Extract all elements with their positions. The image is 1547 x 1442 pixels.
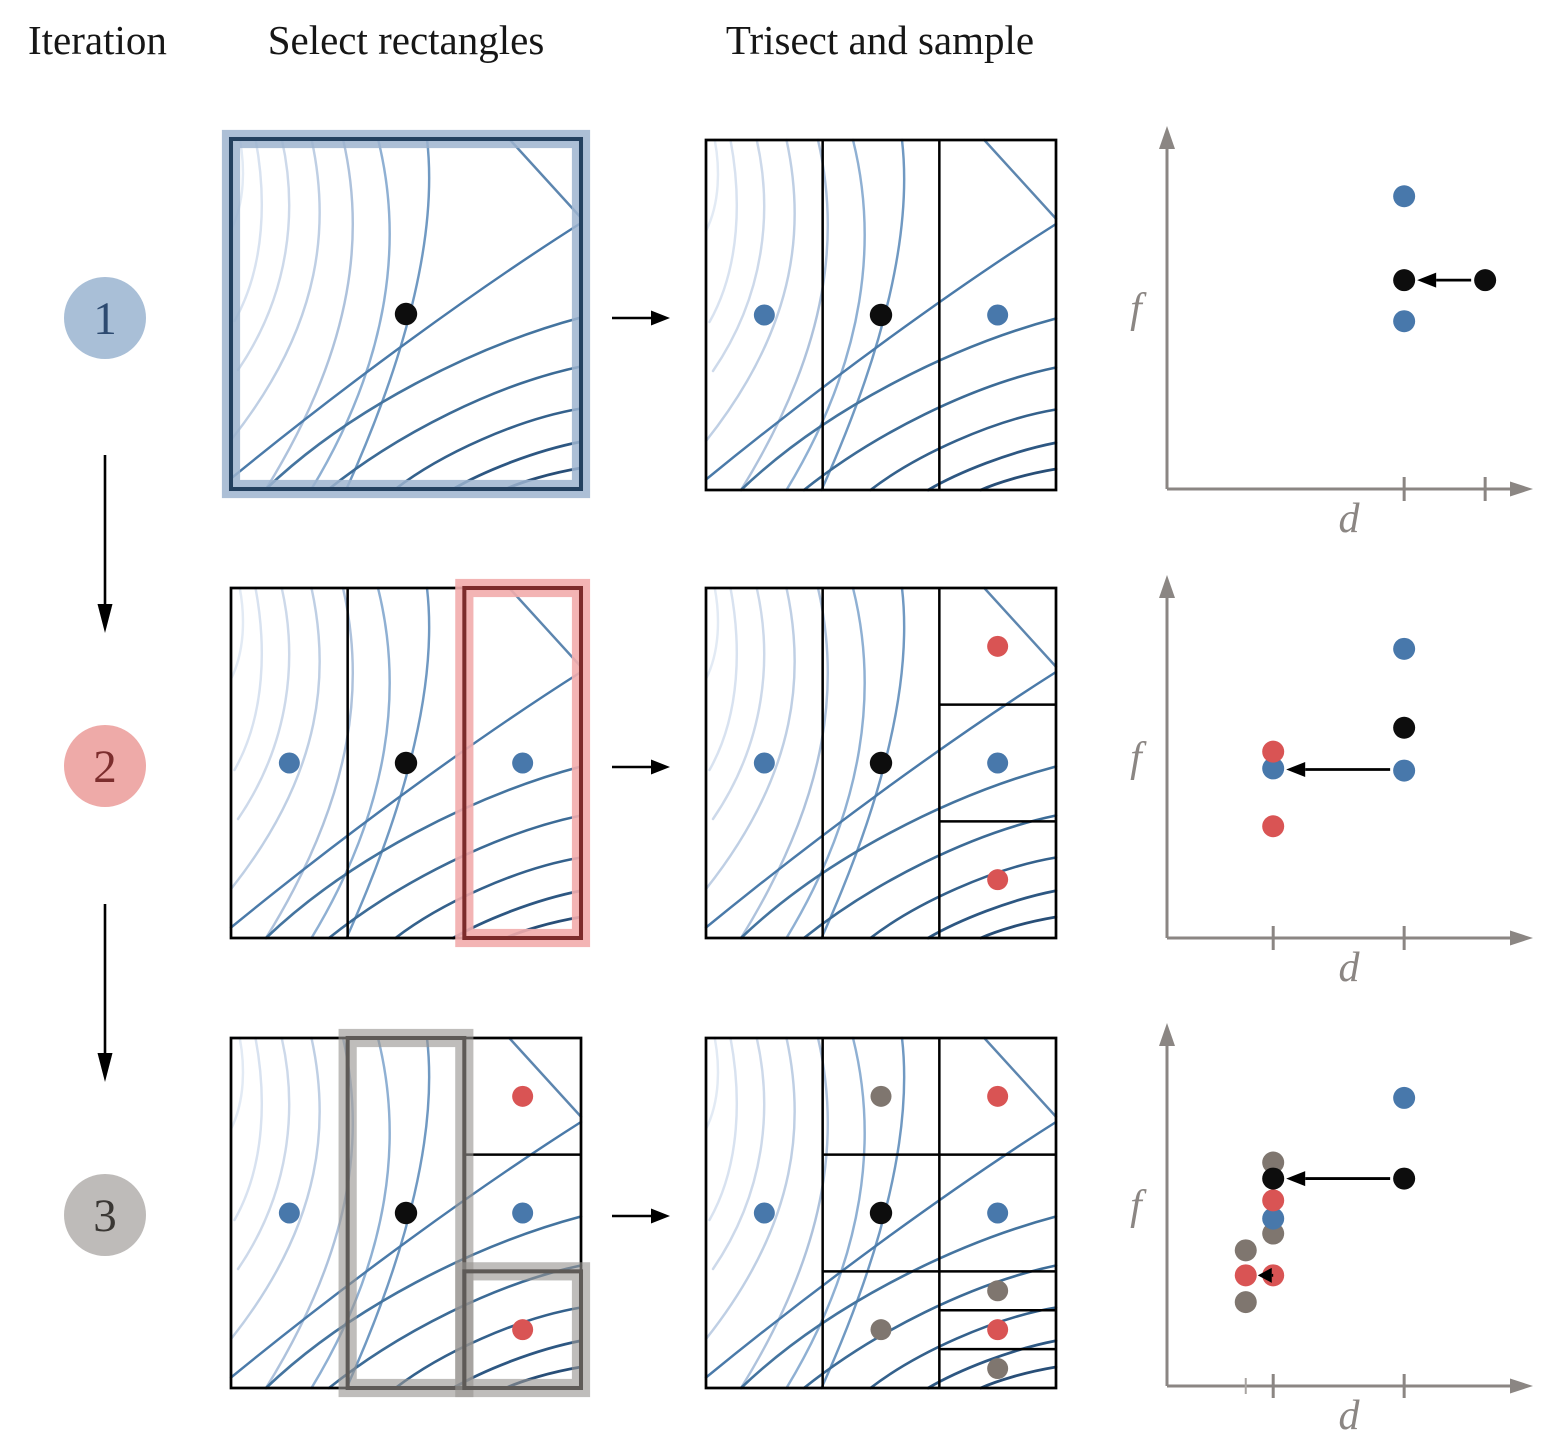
sample-point-black (394, 1201, 418, 1225)
y-axis-arrowhead (1159, 126, 1175, 149)
scatter-point-red (1262, 1189, 1285, 1212)
flow-arrow-iteration-2-to-3 (97, 904, 113, 1082)
scatter-point-blue (1393, 310, 1416, 333)
x-axis-label: d (1339, 945, 1361, 991)
shrink-arrow-head (1417, 272, 1437, 288)
y-axis-arrowhead (1159, 575, 1175, 598)
scatter-point-red (1262, 740, 1285, 763)
scatter-point-black (1393, 269, 1416, 292)
scatter-point-blue (1262, 1207, 1285, 1230)
panel-trisect-iter2 (692, 574, 1070, 952)
sample-point-black (869, 1201, 893, 1225)
column-header-select-rectangles: Select rectangles (267, 17, 545, 63)
contour-panel-svg (229, 1028, 591, 1398)
scatter-point-red (1262, 815, 1285, 838)
panel-arrow-iter3 (612, 1208, 670, 1224)
shrink-arrow-head (1286, 761, 1306, 777)
sample-point-blue (278, 752, 300, 774)
column-header-iteration: Iteration (28, 17, 167, 63)
panel-select-iter2 (217, 574, 595, 952)
sample-point-red (512, 1319, 534, 1341)
sample-point-gray (987, 1358, 1009, 1380)
panel-select-iter1 (217, 125, 595, 503)
x-axis-arrowhead (1510, 930, 1533, 946)
sample-point-gray (987, 1280, 1009, 1302)
sample-point-blue (512, 752, 534, 774)
x-axis-arrowhead (1510, 481, 1533, 497)
sample-point-black (869, 751, 893, 775)
x-axis-arrowhead (1510, 1378, 1533, 1394)
scatter-point-blue (1393, 759, 1416, 782)
contour-panel-svg (229, 578, 591, 948)
iteration-badge-1: 1 (64, 277, 146, 359)
y-axis-label: f (1130, 286, 1147, 332)
sample-point-red (987, 1085, 1009, 1107)
rectangle-border (704, 1036, 1058, 1390)
scatter-point-gray (1234, 1291, 1257, 1314)
scatter-point-blue (1393, 185, 1416, 208)
contour-panel-svg (704, 1036, 1058, 1390)
shrink-arrow-head (1286, 1171, 1306, 1187)
sample-point-blue (512, 1202, 534, 1224)
sample-point-red (987, 869, 1009, 891)
selected-rectangle-outline (345, 1035, 467, 1391)
panel-arrow-iter1 (612, 310, 670, 326)
panel-arrow-iter2 (612, 759, 670, 775)
sample-point-blue (753, 752, 775, 774)
sample-point-blue (753, 304, 775, 326)
rectangle-border (704, 586, 1058, 940)
y-axis-arrowhead (1159, 1023, 1175, 1046)
sample-point-blue (753, 1202, 775, 1224)
scatter-svg: fd (1130, 1023, 1533, 1439)
sample-point-red (987, 635, 1009, 657)
selected-rectangle-outline (228, 136, 584, 492)
sample-point-black (394, 751, 418, 775)
scatter-point-black (1262, 1167, 1285, 1190)
sample-point-red (987, 1319, 1009, 1341)
scatter-point-black (1393, 1167, 1416, 1190)
sample-point-black (869, 303, 893, 327)
scatter-point-red (1234, 1264, 1257, 1287)
flow-arrow-iteration-1-to-2 (97, 455, 113, 633)
scatter-point-gray (1234, 1239, 1257, 1262)
scatter-point-gray (1262, 1151, 1285, 1174)
scatter-point-blue (1393, 637, 1416, 660)
panel-trisect-iter1 (692, 126, 1070, 504)
scatter-svg: fd (1130, 126, 1533, 542)
contour-panel-svg (221, 129, 591, 499)
sample-point-gray (870, 1085, 892, 1107)
sample-point-black (394, 302, 418, 326)
rectangle-border (704, 138, 1058, 492)
iteration-badge-3: 3 (64, 1174, 146, 1256)
sample-point-blue (278, 1202, 300, 1224)
scatter-point-black (1393, 716, 1416, 739)
contour-panel-svg (704, 586, 1058, 940)
selected-rectangle-outline (462, 585, 584, 941)
sample-point-blue (987, 752, 1009, 774)
sample-point-blue (987, 1202, 1009, 1224)
scatter-point-black (1474, 269, 1497, 292)
scatter-point-blue (1262, 757, 1285, 780)
iteration-badge-2: 2 (64, 725, 146, 807)
x-axis-label: d (1339, 496, 1361, 542)
selected-rectangle-outline (462, 1269, 584, 1391)
contour-panel-svg (704, 138, 1058, 492)
scatter-svg: fd (1130, 575, 1533, 991)
scatter-point-blue (1393, 1086, 1416, 1109)
shrink-arrow-head (1257, 1267, 1272, 1283)
sample-point-gray (870, 1319, 892, 1341)
x-axis-label: d (1339, 1393, 1361, 1439)
y-axis-label: f (1130, 735, 1147, 781)
column-header-trisect-and-sample: Trisect and sample (725, 17, 1035, 63)
y-axis-label: f (1130, 1183, 1147, 1229)
sample-point-blue (987, 304, 1009, 326)
sample-point-red (512, 1085, 534, 1107)
panel-trisect-iter3 (692, 1024, 1070, 1402)
panel-select-iter3 (217, 1024, 595, 1402)
